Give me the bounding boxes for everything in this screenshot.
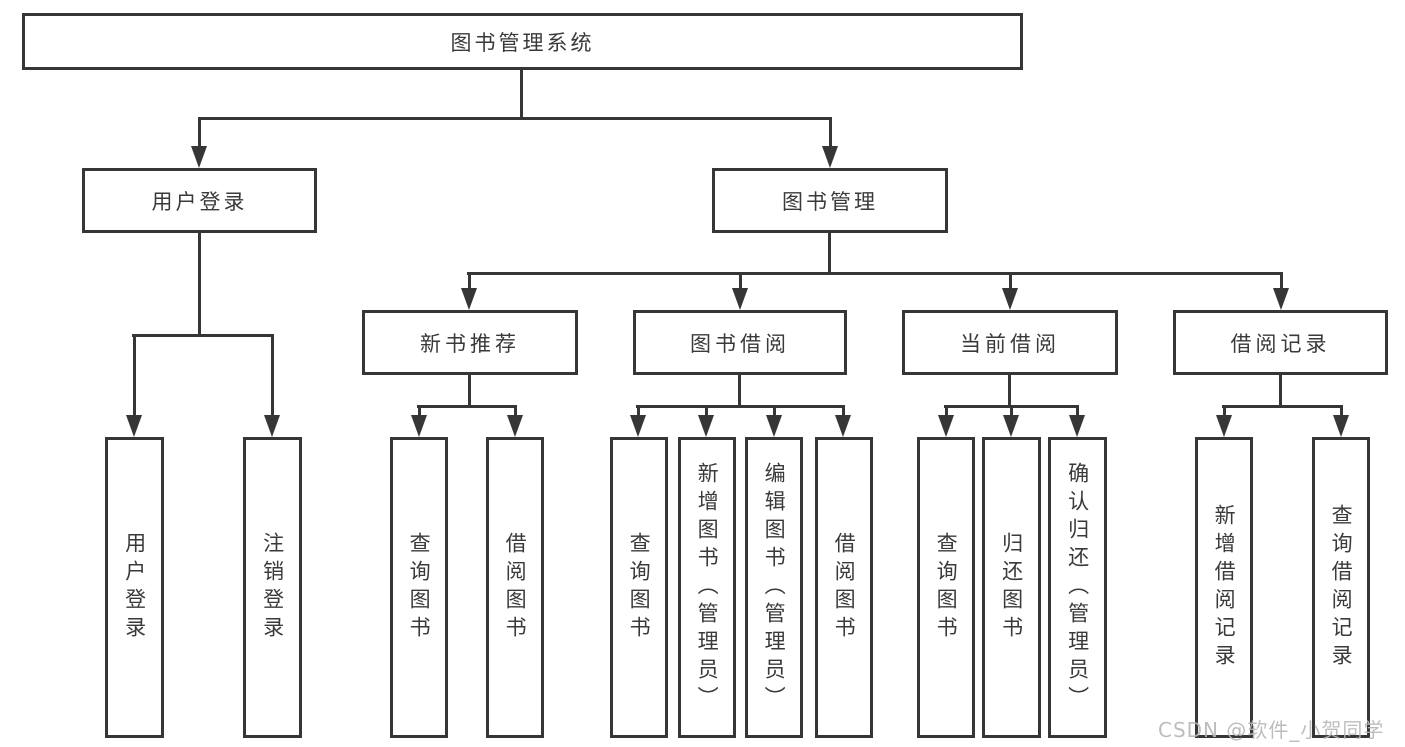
- connector-bookmgmt-drop4: [1280, 272, 1283, 291]
- leaf-query-books-borrow: 查询图书: [610, 437, 668, 738]
- arrow-down: [938, 415, 954, 437]
- leaf-query-books-recommend-label: 查询图书: [407, 531, 432, 644]
- node-current-borrow: 当前借阅: [902, 310, 1118, 375]
- node-borrow-records-label: 借阅记录: [1230, 331, 1331, 356]
- connector-userlogin-stem: [198, 231, 201, 337]
- leaf-return-books-label: 归还图书: [999, 531, 1024, 644]
- leaf-edit-books-admin-label: 编辑图书（管理员）: [762, 461, 787, 714]
- connector-records-drop1: [1223, 405, 1226, 418]
- connector-borrow-drop1: [637, 405, 640, 418]
- arrow-down: [507, 415, 523, 437]
- leaf-borrow-books-recommend-label: 借阅图书: [503, 531, 528, 644]
- leaf-query-borrow-record-label: 查询借阅记录: [1329, 503, 1354, 672]
- connector-userlogin-drop1: [133, 334, 136, 418]
- connector-records-hbar: [1222, 405, 1343, 408]
- connector-recommend-drop1: [418, 405, 421, 418]
- connector-bookmgmt-drop1: [468, 272, 471, 291]
- connector-bookmgmt-hbar: [467, 272, 1282, 275]
- leaf-add-books-admin: 新增图书（管理员）: [678, 437, 736, 738]
- node-book-management: 图书管理: [712, 168, 948, 233]
- node-book-borrow: 图书借阅: [633, 310, 847, 375]
- node-book-management-label: 图书管理: [782, 189, 878, 214]
- node-user-login-label: 用户登录: [151, 189, 248, 214]
- connector-root-drop-right: [829, 117, 832, 149]
- node-root-label: 图书管理系统: [450, 30, 595, 55]
- connector-current-drop1: [945, 405, 948, 418]
- leaf-logout: 注销登录: [243, 437, 302, 738]
- leaf-logout-label: 注销登录: [260, 531, 285, 644]
- node-borrow-records: 借阅记录: [1173, 310, 1388, 375]
- leaf-confirm-return-admin: 确认归还（管理员）: [1048, 437, 1107, 738]
- connector-bookmgmt-stem: [828, 231, 831, 275]
- connector-borrow-stem: [738, 373, 741, 408]
- arrow-down: [732, 288, 748, 310]
- connector-root-stem: [520, 68, 523, 120]
- leaf-confirm-return-admin-label: 确认归还（管理员）: [1065, 461, 1090, 714]
- arrow-down: [191, 146, 207, 168]
- leaf-borrow-books-borrow: 借阅图书: [815, 437, 873, 738]
- arrow-down: [264, 415, 280, 437]
- leaf-query-borrow-record: 查询借阅记录: [1312, 437, 1370, 738]
- leaf-query-books-current-label: 查询图书: [934, 531, 959, 644]
- node-book-borrow-label: 图书借阅: [690, 331, 790, 356]
- connector-borrow-drop3: [773, 405, 776, 418]
- arrow-down: [1003, 415, 1019, 437]
- leaf-return-books: 归还图书: [982, 437, 1041, 738]
- arrow-down: [1333, 415, 1349, 437]
- arrow-down: [1216, 415, 1232, 437]
- connector-recommend-stem: [468, 373, 471, 408]
- connector-borrow-hbar: [636, 405, 845, 408]
- leaf-borrow-books-recommend: 借阅图书: [486, 437, 544, 738]
- connector-current-drop3: [1076, 405, 1079, 418]
- leaf-query-books-recommend: 查询图书: [390, 437, 448, 738]
- connector-current-drop2: [1010, 405, 1013, 418]
- connector-current-stem: [1008, 373, 1011, 408]
- node-current-borrow-label: 当前借阅: [960, 331, 1060, 356]
- connector-records-stem: [1279, 373, 1282, 408]
- connector-root-drop-left: [198, 117, 201, 149]
- leaf-add-borrow-record: 新增借阅记录: [1195, 437, 1253, 738]
- leaf-add-books-admin-label: 新增图书（管理员）: [695, 461, 720, 714]
- arrow-down: [822, 146, 838, 168]
- connector-userlogin-drop2: [271, 334, 274, 418]
- node-root: 图书管理系统: [22, 13, 1023, 70]
- connector-recommend-drop2: [514, 405, 517, 418]
- connector-borrow-drop2: [705, 405, 708, 418]
- leaf-query-books-current: 查询图书: [917, 437, 975, 738]
- csdn-watermark: CSDN @软件_小贺同学: [1158, 718, 1385, 742]
- leaf-user-login: 用户登录: [105, 437, 164, 738]
- leaf-query-books-borrow-label: 查询图书: [627, 531, 652, 644]
- arrow-down: [461, 288, 477, 310]
- arrow-down: [411, 415, 427, 437]
- arrow-down: [766, 415, 782, 437]
- connector-bookmgmt-drop2: [739, 272, 742, 291]
- connector-root-hbar: [198, 117, 831, 120]
- connector-recommend-hbar: [417, 405, 517, 408]
- leaf-add-borrow-record-label: 新增借阅记录: [1212, 503, 1237, 672]
- arrow-down: [630, 415, 646, 437]
- node-new-book-recommend-label: 新书推荐: [420, 331, 520, 356]
- node-user-login: 用户登录: [82, 168, 317, 233]
- arrow-down: [1069, 415, 1085, 437]
- node-new-book-recommend: 新书推荐: [362, 310, 578, 375]
- arrow-down: [835, 415, 851, 437]
- arrow-down: [1002, 288, 1018, 310]
- connector-userlogin-hbar: [132, 334, 274, 337]
- leaf-borrow-books-borrow-label: 借阅图书: [832, 531, 857, 644]
- connector-bookmgmt-drop3: [1009, 272, 1012, 291]
- arrow-down: [126, 415, 142, 437]
- arrow-down: [698, 415, 714, 437]
- connector-records-drop2: [1340, 405, 1343, 418]
- leaf-edit-books-admin: 编辑图书（管理员）: [745, 437, 803, 738]
- leaf-user-login-label: 用户登录: [122, 531, 147, 644]
- arrow-down: [1273, 288, 1289, 310]
- connector-borrow-drop4: [842, 405, 845, 418]
